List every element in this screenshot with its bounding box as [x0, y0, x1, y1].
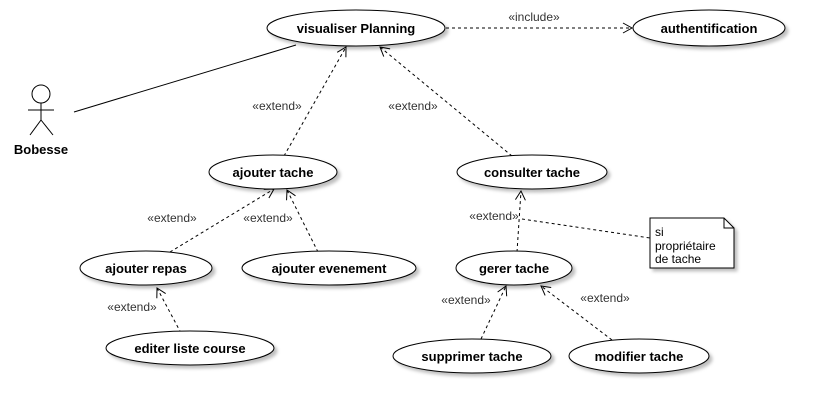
- use-case-ajouter-repas[interactable]: ajouter repas: [79, 250, 213, 286]
- use-case-label: ajouter tache: [233, 165, 314, 180]
- extend-arrow-modifier-tache: [540, 285, 613, 341]
- use-case-ellipse: [455, 250, 573, 286]
- use-case-label: modifier tache: [595, 349, 684, 364]
- extend-label: «extend»: [147, 211, 197, 225]
- use-case-ellipse: [266, 9, 446, 47]
- use-case-label: ajouter repas: [105, 261, 187, 276]
- note-shape: [649, 217, 735, 269]
- use-case-ellipse: [241, 250, 417, 286]
- use-case-ajouter-tache[interactable]: ajouter tache: [208, 154, 338, 190]
- note-connector: [521, 218, 651, 239]
- use-case-visualiser-planning[interactable]: visualiser Planning: [266, 9, 446, 47]
- use-case-modifier-tache[interactable]: modifier tache: [568, 338, 710, 374]
- include-label: «include»: [508, 10, 560, 24]
- extend-label: «extend»: [441, 293, 491, 307]
- use-case-ellipse: [79, 250, 213, 286]
- note-line: propriétaire: [655, 239, 716, 253]
- note-line: de tache: [655, 252, 701, 266]
- association-line: [73, 44, 297, 113]
- use-case-label: visualiser Planning: [297, 21, 416, 36]
- note-si-proprietaire[interactable]: si propriétaire de tache: [649, 217, 735, 269]
- use-case-label: authentification: [661, 21, 758, 36]
- use-case-label: ajouter evenement: [272, 261, 388, 276]
- note-line: si: [655, 225, 664, 239]
- use-case-label: gerer tache: [479, 261, 549, 276]
- use-case-ellipse: [208, 154, 338, 190]
- actor-head: [31, 84, 51, 104]
- use-case-authentification[interactable]: authentification: [632, 9, 786, 47]
- extend-arrow-gerer-tache: [515, 189, 526, 253]
- use-case-label: consulter tache: [484, 165, 580, 180]
- use-case-editer-liste-course[interactable]: editer liste course: [105, 330, 275, 366]
- use-case-gerer-tache[interactable]: gerer tache: [455, 250, 573, 286]
- extend-label: «extend»: [107, 300, 157, 314]
- use-case-ellipse: [632, 9, 786, 47]
- extend-label: «extend»: [469, 209, 519, 223]
- use-case-ellipse: [568, 338, 710, 374]
- extend-arrow-ajouter-repas: [169, 188, 275, 253]
- use-case-ellipse: [456, 154, 608, 190]
- extend-label: «extend»: [252, 99, 302, 113]
- actor-bobesse[interactable]: Bobesse: [14, 84, 68, 157]
- actor-name: Bobesse: [14, 142, 68, 157]
- extend-label: «extend»: [388, 99, 438, 113]
- note-fold: [723, 218, 734, 229]
- extend-arrow-editer-liste: [156, 287, 182, 334]
- extend-arrow-supprimer-tache: [480, 285, 508, 340]
- actor-left-leg: [29, 119, 42, 136]
- actor-right-leg: [40, 119, 54, 136]
- extend-arrow-consulter-tache: [379, 46, 513, 157]
- use-case-label: editer liste course: [134, 341, 245, 356]
- extend-label: «extend»: [243, 211, 293, 225]
- use-case-ajouter-evenement[interactable]: ajouter evenement: [241, 250, 417, 286]
- use-case-ellipse: [392, 338, 552, 374]
- use-case-label: supprimer tache: [421, 349, 522, 364]
- use-case-supprimer-tache[interactable]: supprimer tache: [392, 338, 552, 374]
- use-case-consulter-tache[interactable]: consulter tache: [456, 154, 608, 190]
- extend-arrow-ajouter-tache: [283, 46, 347, 157]
- use-case-ellipse: [105, 330, 275, 366]
- extend-label: «extend»: [580, 291, 630, 305]
